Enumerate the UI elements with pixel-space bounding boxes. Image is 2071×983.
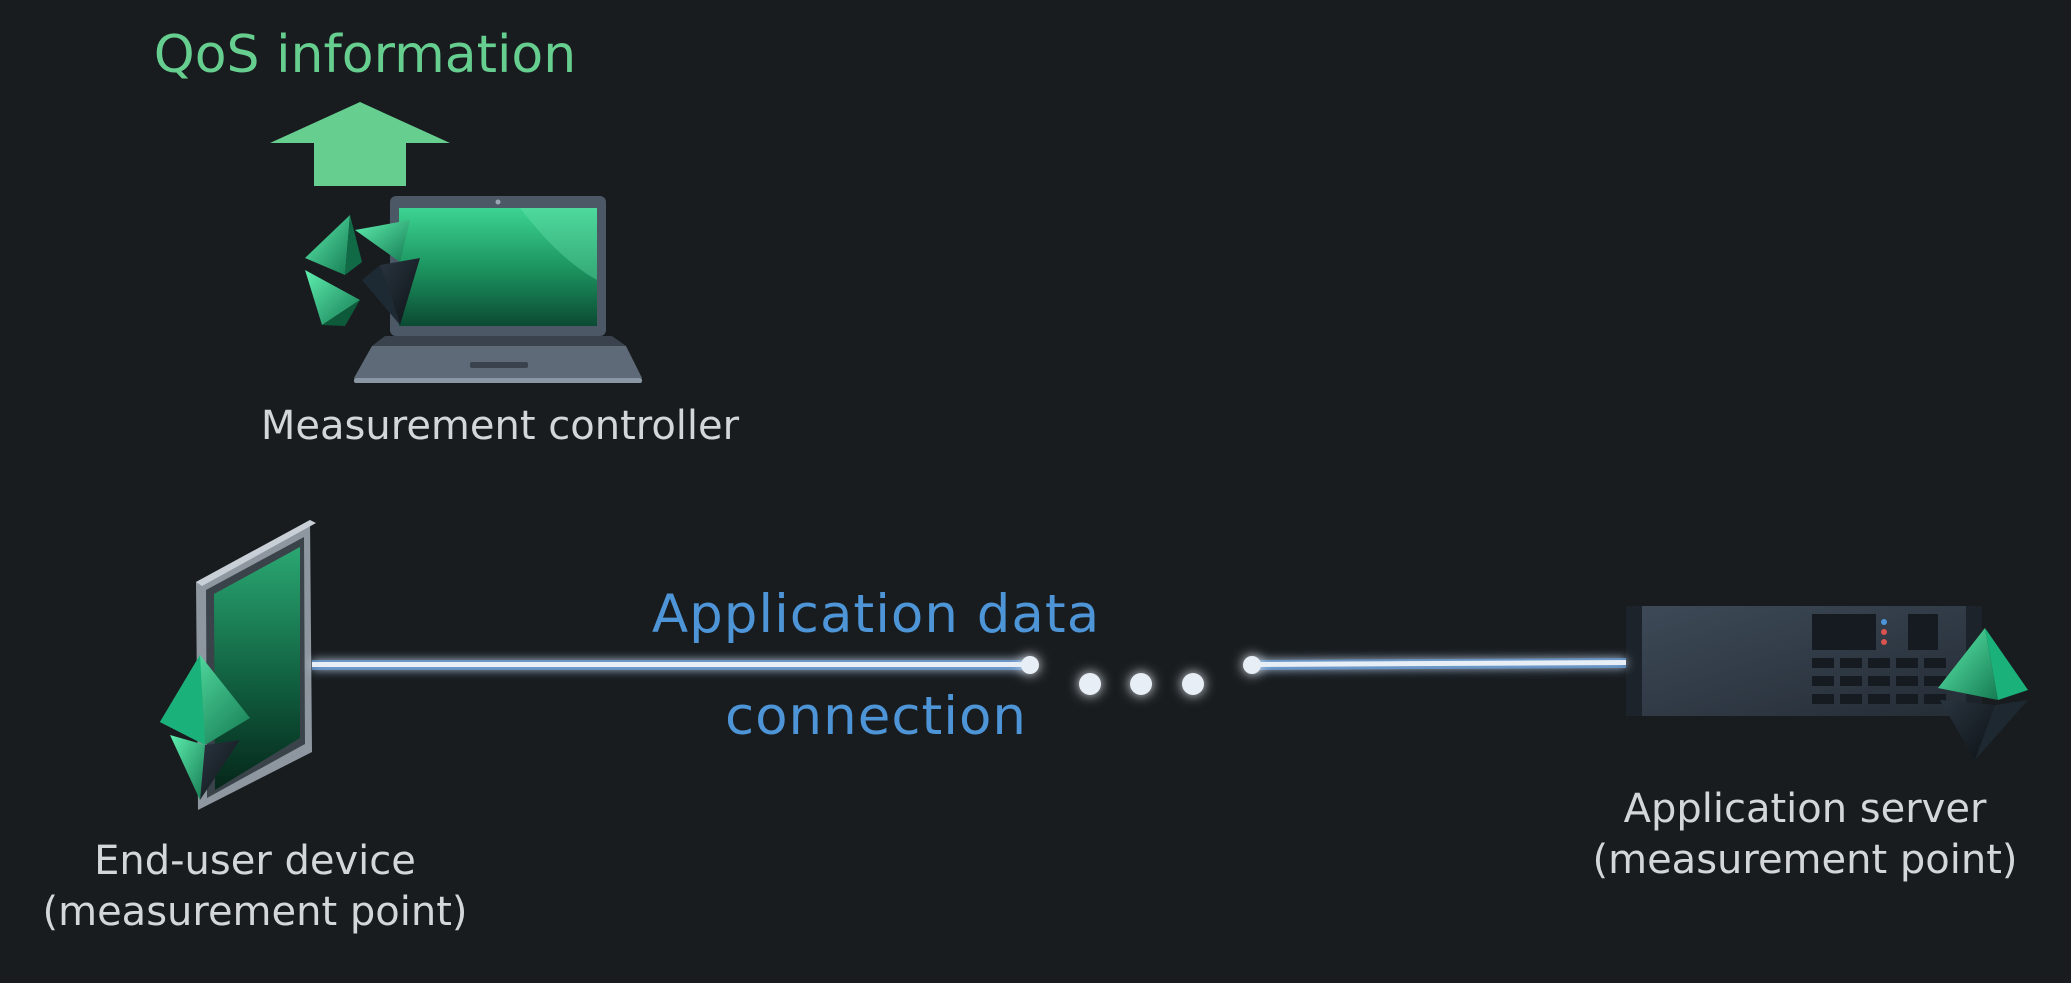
rack-server-icon <box>1626 606 1985 716</box>
application-server-label: Application server <box>1623 786 1987 832</box>
connection-line-right <box>1252 658 1626 670</box>
connection-label-line2: connection <box>724 686 1028 747</box>
up-arrow-icon <box>270 102 450 186</box>
connection-endpoint-left <box>1021 656 1039 674</box>
ellipsis-dots <box>1079 673 1204 695</box>
crystal-icon <box>1938 628 2028 760</box>
laptop-icon <box>354 196 642 383</box>
connection-label-line1: Application data <box>651 584 1101 645</box>
measurement-controller-label: Measurement controller <box>260 403 740 449</box>
tablet-icon <box>196 520 316 810</box>
crystal-icon <box>160 655 250 800</box>
end-user-device-label: End-user device <box>94 838 416 884</box>
connection-endpoint-right <box>1243 656 1261 674</box>
qos-information-label: QoS information <box>153 25 577 85</box>
crystal-icon <box>305 215 420 326</box>
application-server-sublabel: (measurement point) <box>1592 837 2018 883</box>
connection-line-left <box>312 660 1030 670</box>
end-user-device-sublabel: (measurement point) <box>42 889 468 935</box>
